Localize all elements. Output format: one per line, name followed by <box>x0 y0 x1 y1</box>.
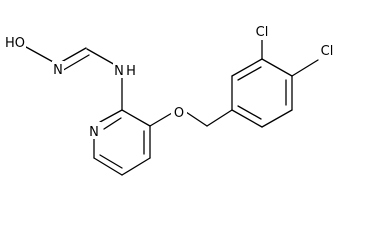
bond-ar1-ar2 <box>231 109 263 128</box>
amine-hydrogen-label: H <box>126 64 136 79</box>
bond-c5-c6-inner <box>99 154 123 169</box>
chlorine-right-label: Cl <box>321 44 334 59</box>
atom-labels: HO N N H N O Cl Cl <box>4 23 338 140</box>
bond-ar2-ar3 <box>261 109 293 128</box>
bond-n1-c2-inner <box>103 117 122 130</box>
ether-oxygen-label: O <box>174 106 184 121</box>
bond-ar4-cl <box>291 59 319 77</box>
molecule-diagram: HO N N H N O Cl Cl <box>4 23 338 176</box>
bond-ar5-ar6-inner <box>237 66 262 81</box>
amine-nitrogen-label: N <box>114 64 124 79</box>
bond-c4-c5 <box>121 157 151 176</box>
bond-ho-n <box>25 46 56 64</box>
bond-c5-c6 <box>93 157 123 176</box>
bond-n1-c2 <box>99 109 123 123</box>
chlorine-top-label: Cl <box>256 25 269 40</box>
pyridine-nitrogen-label: N <box>89 125 99 140</box>
bond-ar1-ar2-inner <box>237 105 262 120</box>
oxime-nitrogen-label: N <box>53 63 63 78</box>
bond-ch-nh <box>86 48 118 67</box>
bond-c3-o <box>149 112 173 127</box>
bond-ar5-ar6 <box>231 58 263 77</box>
bond-n-ch-double-b <box>59 54 90 73</box>
bond-c2-c3 <box>121 109 151 127</box>
hydroxyl-label: HO <box>5 36 25 51</box>
bonds <box>25 39 319 176</box>
bond-ar4-ar5 <box>261 58 293 77</box>
bond-o-ch2 <box>185 111 208 127</box>
bond-ch2-aryl <box>206 109 233 127</box>
